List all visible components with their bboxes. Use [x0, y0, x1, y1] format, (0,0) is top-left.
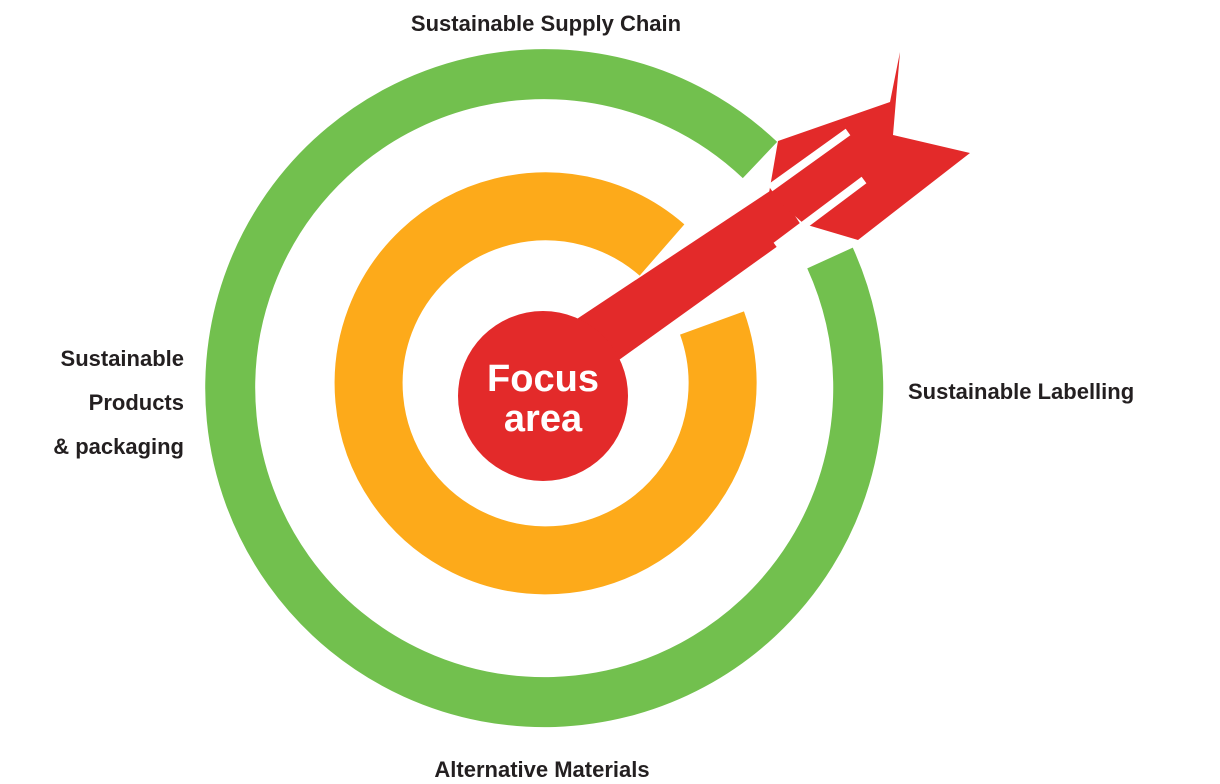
bullseye-center: [458, 311, 628, 481]
label-alternative-materials: Alternative Materials: [434, 757, 650, 782]
middle-ring: [334, 172, 757, 595]
label-left-line-2: Products: [88, 390, 184, 415]
focus-area-line-1: Focus: [487, 358, 599, 400]
focus-area-line-2: area: [503, 398, 583, 440]
arrow-fletching: [769, 52, 970, 240]
label-sustainable-supply-chain: Sustainable Supply Chain: [410, 11, 682, 36]
label-left-line-3: & packaging: [53, 434, 184, 459]
fletching-gap-lower: [773, 176, 867, 250]
fletching-gap-upper: [767, 128, 851, 192]
label-left-line-1: Sustainable: [60, 346, 184, 371]
label-sustainable-products-packaging: Sustainable Products & packaging: [53, 337, 184, 469]
outer-ring: [205, 49, 884, 728]
label-sustainable-labelling: Sustainable Labelling: [908, 379, 1135, 404]
focus-area-label: Focus area: [443, 359, 643, 439]
